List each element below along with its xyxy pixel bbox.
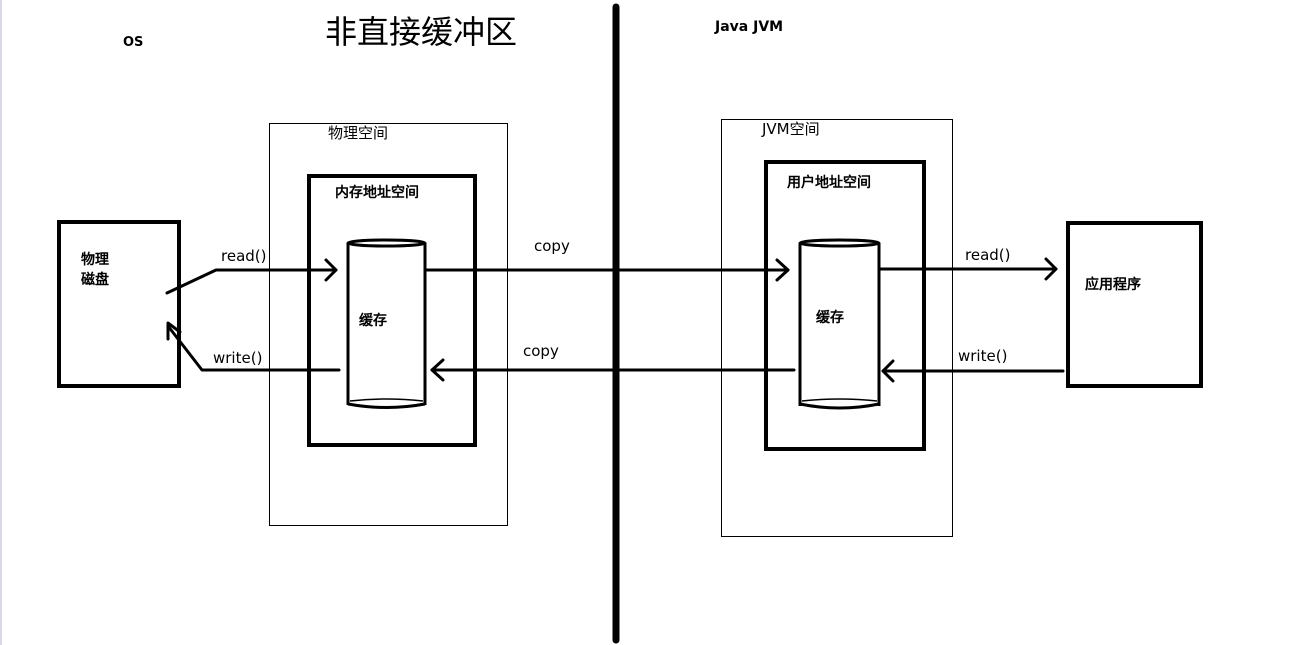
java-jvm-label: Java JVM <box>715 19 784 35</box>
memory-address-space-label: 内存地址空间 <box>335 185 419 201</box>
read-label-right: read() <box>965 246 1011 264</box>
physical-space-box <box>269 123 508 526</box>
os-label: OS <box>123 35 144 50</box>
copy-arrow-top <box>424 258 790 282</box>
cache-right-label: 缓存 <box>816 310 844 326</box>
write-label-right: write() <box>958 347 1008 365</box>
user-address-space-box <box>764 160 926 451</box>
physical-disk-label-line1: 物理 <box>81 252 109 268</box>
copy-label-bottom: copy <box>523 342 559 360</box>
read-label-left: read() <box>221 247 267 265</box>
write-arrow-right <box>881 359 1065 383</box>
cache-left-label: 缓存 <box>359 313 387 329</box>
application-box <box>1066 221 1203 388</box>
read-arrow-left <box>165 258 338 295</box>
read-arrow-right <box>878 257 1058 281</box>
physical-disk-box <box>57 220 181 388</box>
copy-label-top: copy <box>534 237 570 255</box>
jvm-space-label: JVM空间 <box>762 120 820 138</box>
diagram-title: 非直接缓冲区 <box>325 13 518 51</box>
application-label: 应用程序 <box>1085 277 1141 293</box>
write-label-left: write() <box>213 349 263 367</box>
user-address-space-label: 用户地址空间 <box>787 175 871 191</box>
copy-arrow-bottom <box>430 358 796 382</box>
jvm-space-box <box>721 119 953 537</box>
physical-disk-label-line2: 磁盘 <box>81 272 109 288</box>
memory-address-space-box <box>307 174 477 447</box>
physical-space-label: 物理空间 <box>328 124 389 142</box>
cache-cylinder-right <box>798 238 881 410</box>
